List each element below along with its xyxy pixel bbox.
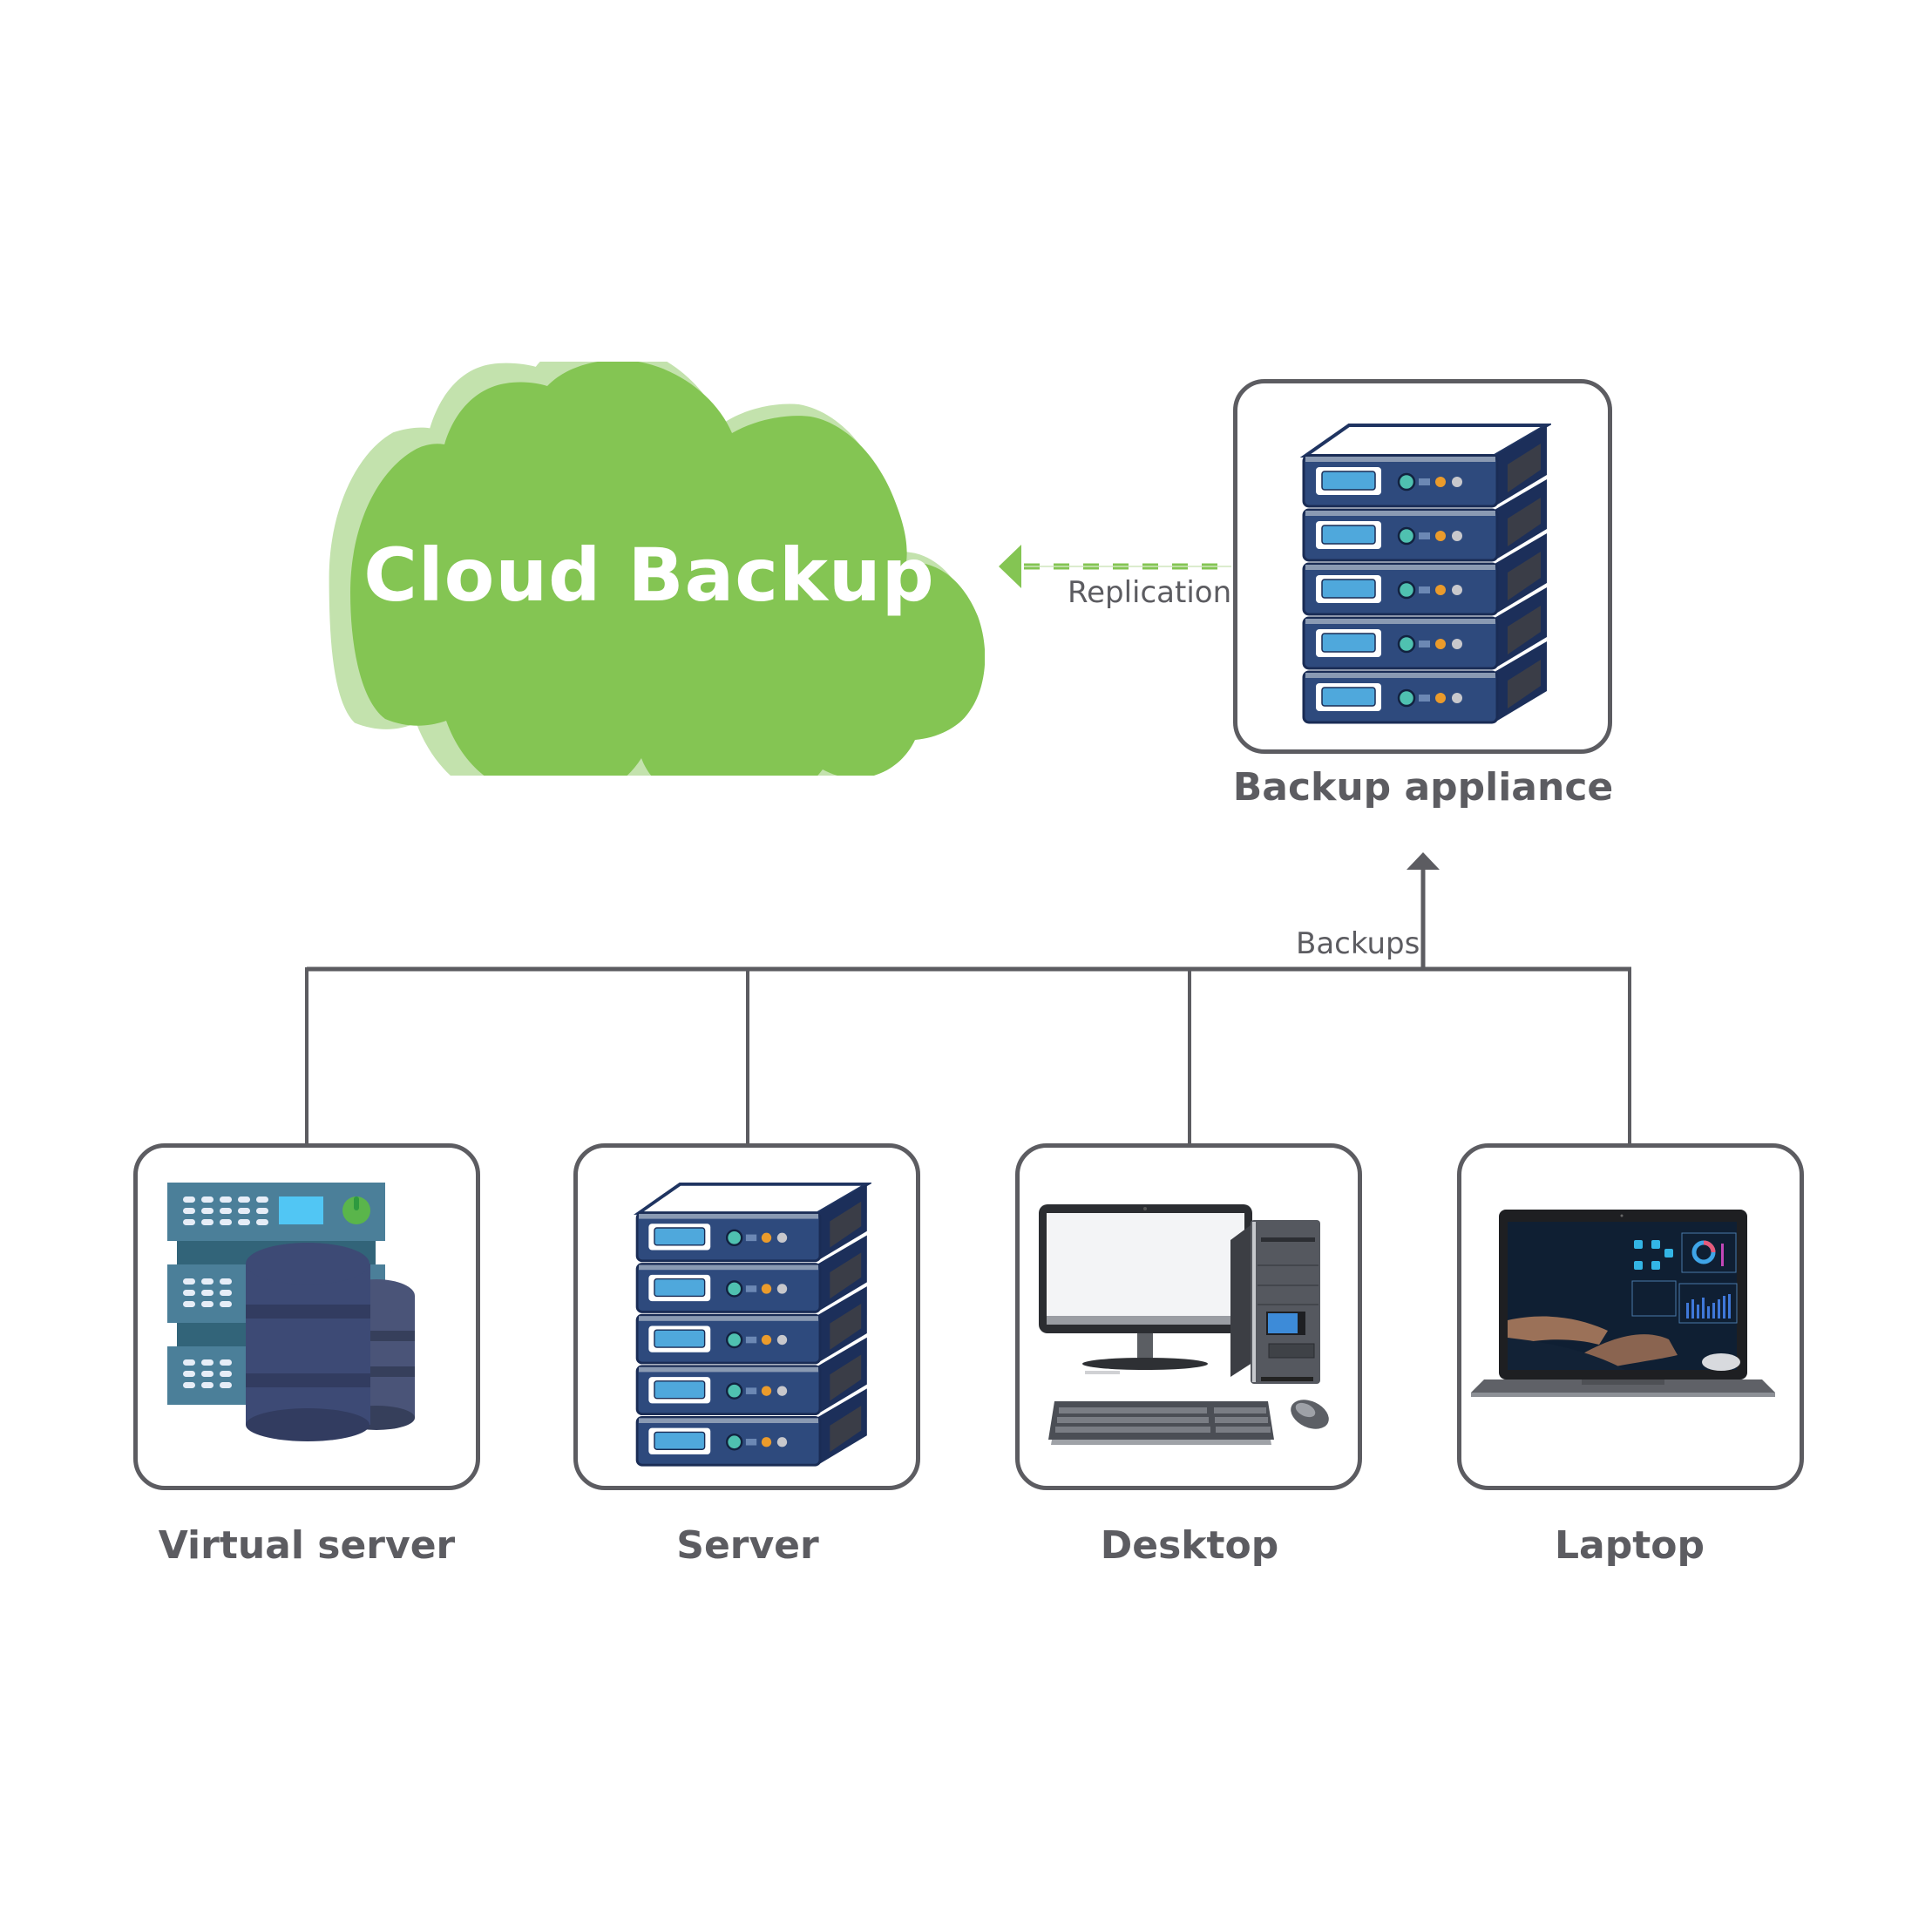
backups-arrowhead-icon bbox=[1407, 852, 1440, 870]
vent-holes bbox=[183, 1196, 268, 1388]
backup-appliance-label: Backup appliance bbox=[1232, 765, 1614, 810]
display-panel bbox=[279, 1196, 323, 1224]
desktop-label: Desktop bbox=[1100, 1523, 1279, 1568]
rack-unit bbox=[635, 1337, 867, 1416]
rack-unit bbox=[1302, 425, 1547, 508]
laptop-icon bbox=[1471, 1210, 1775, 1397]
rack-unit bbox=[635, 1388, 867, 1467]
rack-unit bbox=[1302, 641, 1547, 724]
dashboard-graphic bbox=[1631, 1232, 1738, 1324]
replication-label: Replication bbox=[1068, 575, 1232, 610]
hands-graphic bbox=[1508, 1316, 1740, 1371]
laptop-label: Laptop bbox=[1555, 1523, 1705, 1568]
rack-unit bbox=[635, 1235, 867, 1313]
virtual-server-label: Virtual server bbox=[158, 1523, 456, 1568]
cloud-main-shape bbox=[350, 362, 985, 776]
rack-unit bbox=[635, 1286, 867, 1365]
rack-unit bbox=[1302, 533, 1547, 616]
rack-unit bbox=[1302, 587, 1547, 670]
desktop-computer-icon bbox=[1039, 1204, 1329, 1445]
cloud-backup-title: Cloud Backup bbox=[363, 532, 935, 618]
virtual-server-database-icon bbox=[167, 1183, 415, 1441]
tower-icon bbox=[1230, 1220, 1320, 1384]
mouse-icon bbox=[1291, 1400, 1329, 1429]
server-label: Server bbox=[676, 1523, 819, 1568]
database-large-icon bbox=[246, 1243, 370, 1441]
replication-arrowhead-icon bbox=[999, 545, 1021, 588]
keyboard-icon bbox=[1048, 1401, 1274, 1445]
server-rack-icon bbox=[634, 1183, 871, 1467]
backups-label: Backups bbox=[1296, 926, 1420, 961]
rack-unit bbox=[1302, 479, 1547, 562]
monitor-icon bbox=[1039, 1204, 1252, 1374]
cloud-icon bbox=[329, 362, 985, 776]
power-knob-indicator bbox=[354, 1196, 359, 1210]
rack-unit bbox=[635, 1183, 867, 1263]
server-rack-icon bbox=[1299, 424, 1551, 724]
